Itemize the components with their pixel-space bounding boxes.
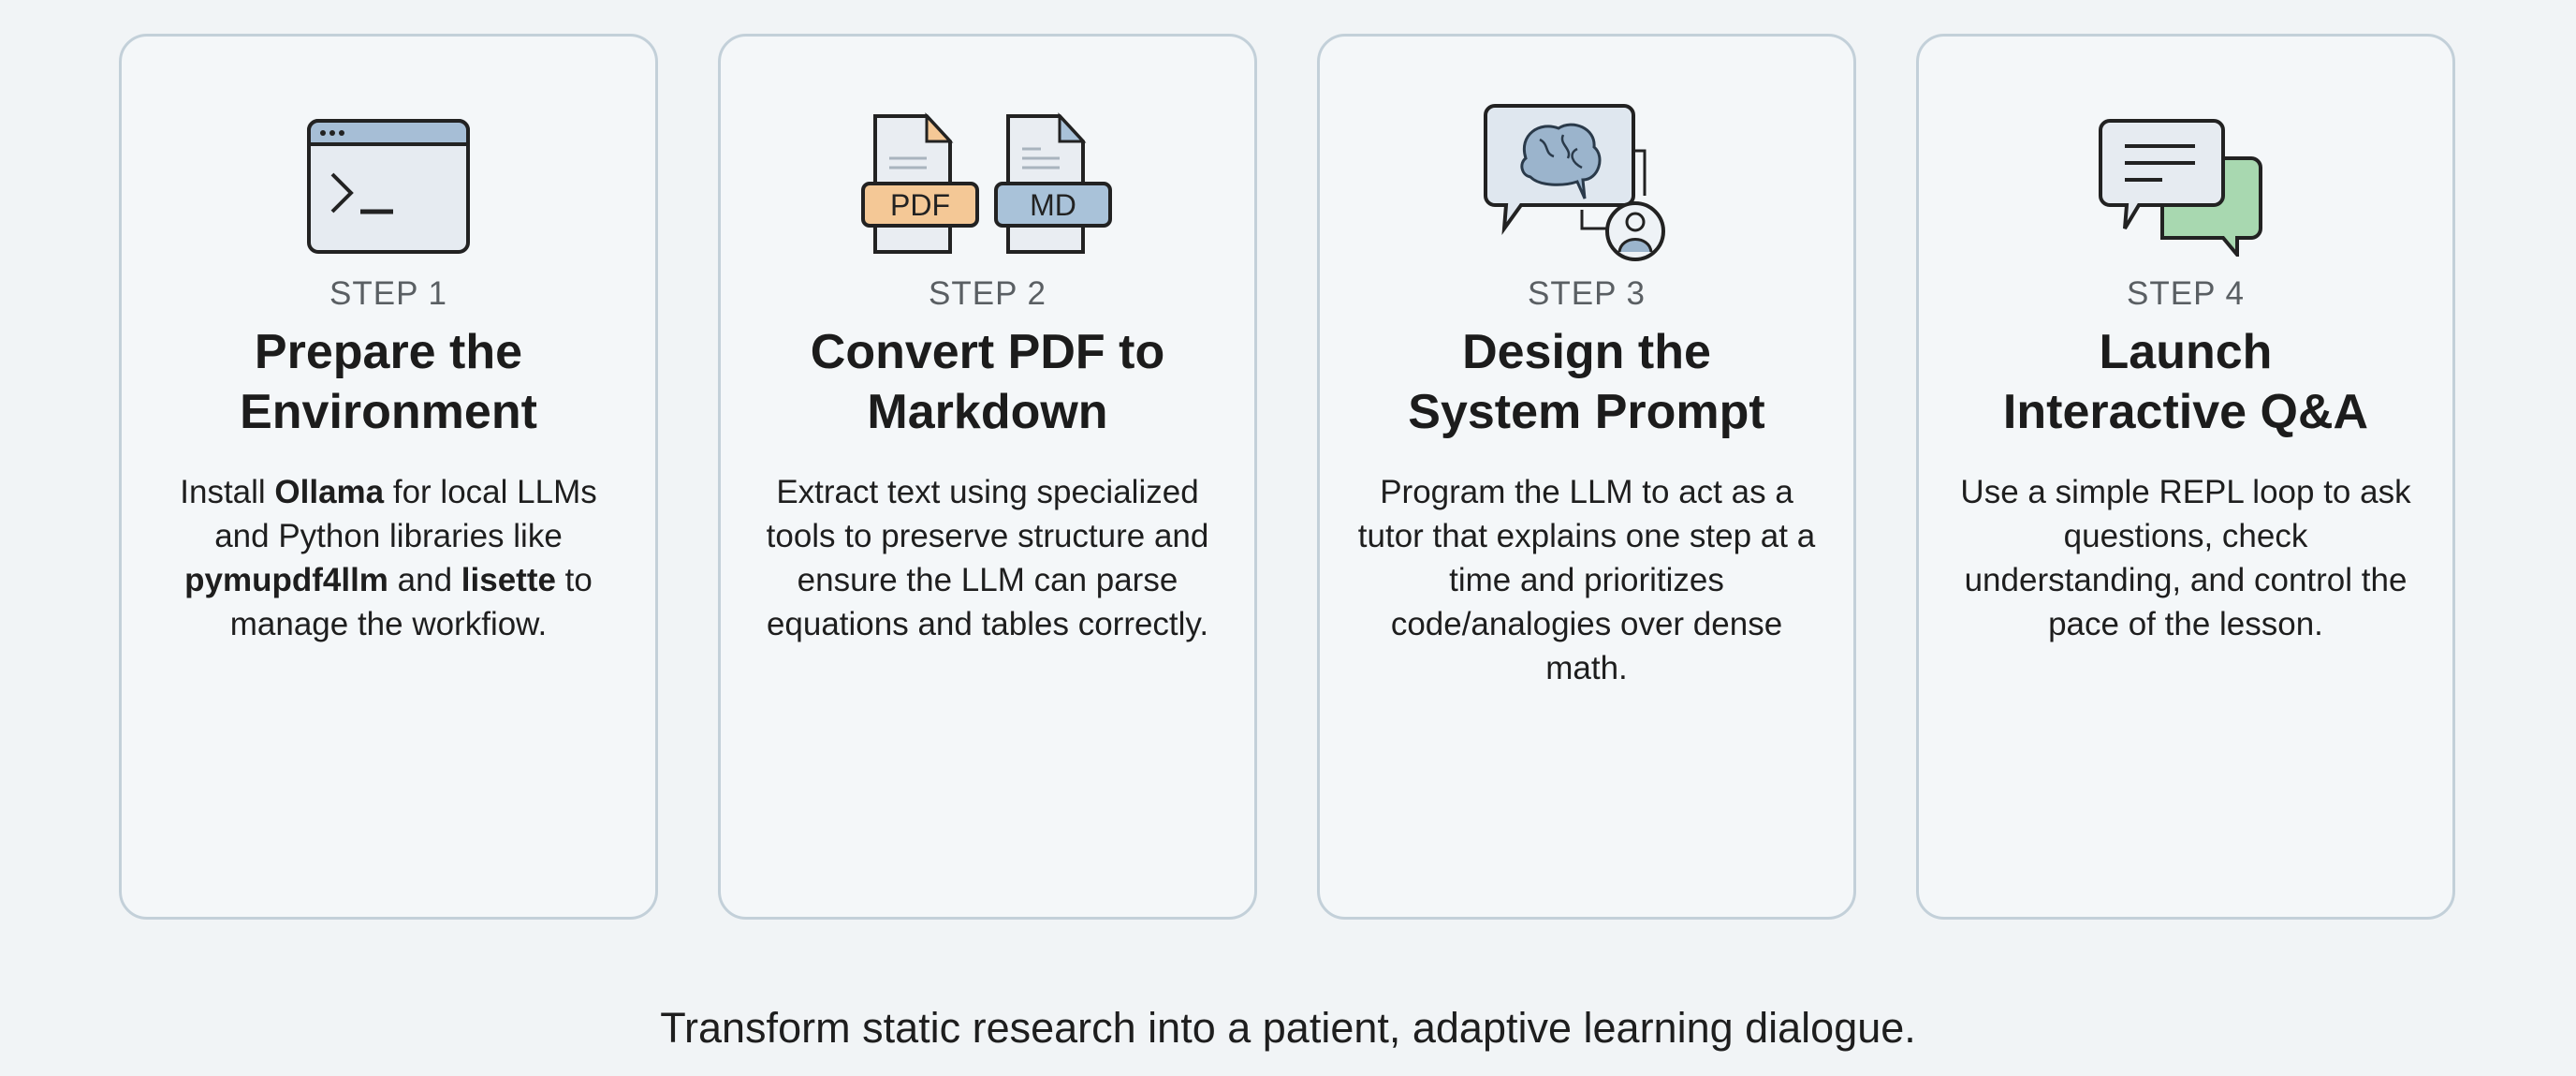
step-label: STEP 2 (929, 275, 1046, 312)
svg-text:PDF: PDF (890, 188, 950, 222)
pdf-md-files-icon: PDF MD (721, 83, 1254, 289)
step-label: STEP 1 (329, 275, 447, 312)
step-label: STEP 3 (1528, 275, 1646, 312)
brain-chat-user-icon (1320, 83, 1853, 289)
step-description: Extract text using specialized tools to … (766, 474, 1209, 642)
chat-bubbles-icon (1919, 83, 2452, 289)
terminal-window-icon (122, 83, 655, 289)
step-description: Program the LLM to act as a tutor that e… (1357, 474, 1816, 686)
footer-tagline: Transform static research into a patient… (660, 1004, 1916, 1052)
svg-text:MD: MD (1030, 188, 1076, 222)
step-description: Use a simple REPL loop to ask questions,… (1960, 474, 2411, 642)
step-label: STEP 4 (2127, 275, 2245, 312)
step-description: Install Ollama for local LLMs and Python… (180, 474, 597, 642)
